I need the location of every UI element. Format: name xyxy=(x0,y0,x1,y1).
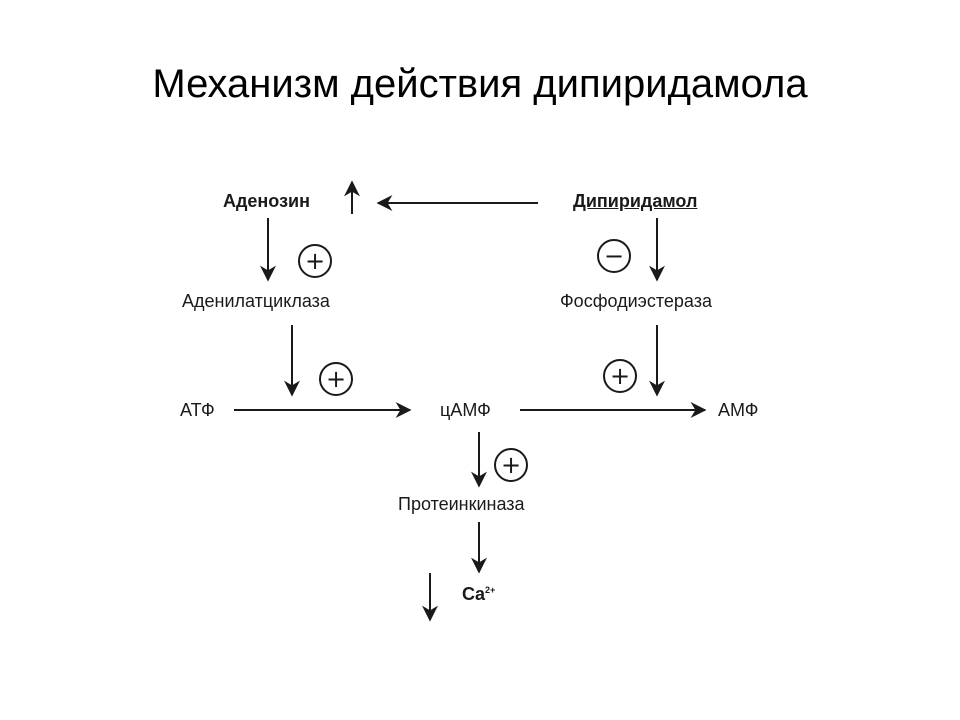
node-camp: цАМФ xyxy=(440,400,491,420)
plus-circle-adenosine xyxy=(298,244,332,278)
node-protein-kinase: Протеинкиназа xyxy=(398,494,525,514)
plus-sign: + xyxy=(326,365,346,393)
plus-circle-adenylate-cyclase xyxy=(319,362,353,396)
calcium-charge: 2+ xyxy=(485,585,496,595)
node-dipyridamole: Дипиридамол xyxy=(573,191,698,211)
minus-sign: − xyxy=(604,242,624,270)
plus-circle-phosphodiesterase xyxy=(603,359,637,393)
plus-circle-camp xyxy=(494,448,528,482)
node-phosphodiesterase: Фосфодиэстераза xyxy=(560,291,712,311)
node-amp: АМФ xyxy=(718,400,759,420)
node-adenosine: Аденозин xyxy=(223,191,310,211)
node-calcium: Ca2+ xyxy=(462,584,495,605)
node-atp: АТФ xyxy=(180,400,215,420)
node-adenylate-cyclase: Аденилатциклаза xyxy=(182,291,330,311)
plus-sign: + xyxy=(501,451,521,479)
minus-circle-dipyridamole xyxy=(597,239,631,273)
slide-title: Механизм действия дипиридамола xyxy=(152,62,808,106)
plus-sign: + xyxy=(305,247,325,275)
plus-sign: + xyxy=(610,362,630,390)
calcium-symbol: Ca xyxy=(462,584,486,604)
